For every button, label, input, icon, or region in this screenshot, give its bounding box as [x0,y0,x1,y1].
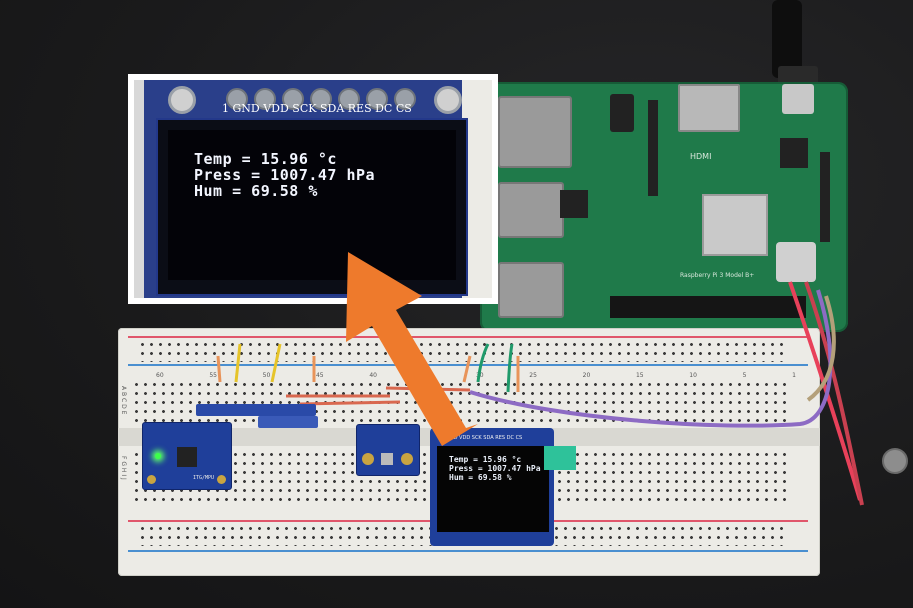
green-wire-1 [476,343,490,383]
red-wire-2 [804,281,864,506]
mount-hole-left [168,86,196,114]
micro-usb-port [782,84,814,114]
oled-pin-labels: GND VDD SCK SDA RES DC CS [446,435,523,441]
green-wire-2 [506,343,514,393]
inset-oled-screen: Temp = 15.96 °c Press = 1007.47 hPa Hum … [168,130,456,280]
orange-jumper-3 [462,355,472,383]
imu-sensor-module: ITG/MPU [142,422,232,490]
camera-connector [648,100,658,196]
usb-hub-chip [560,190,588,218]
mount-hole-right [434,86,462,114]
bme280-chip [381,453,393,465]
imu-chip [177,447,197,467]
red-jumper-2 [299,400,401,406]
oled-small-line-temp: Temp = 15.96 °c [449,455,522,464]
inset-line-hum: Hum = 69.58 % [194,182,318,200]
level-shifter-strip [196,404,316,416]
wifi-chip [780,138,808,168]
oled-screen-small: Temp = 15.96 °c Press = 1007.47 hPa Hum … [437,446,549,532]
inset-pin-labels: 1 GND VDD SCK SDA RES DC CS [222,102,412,115]
ethernet-port [498,96,572,168]
zoom-inset-photo: 1 GND VDD SCK SDA RES DC CS Temp = 15.96… [134,80,492,298]
soc-chip [702,194,768,256]
inset-oled-panel: Temp = 15.96 °c Press = 1007.47 hPa Hum … [156,118,468,296]
row-letters-top: A B C D E [120,386,127,415]
inset-line-press: Press = 1007.47 hPa [194,166,376,184]
red-wire [788,281,862,501]
pi-model-text: Raspberry Pi 3 Model B+ [680,272,755,279]
tan-wire [806,295,836,402]
green-jumper-block [544,446,576,470]
inset-line-temp: Temp = 15.96 °c [194,150,337,168]
usb-port-1 [498,182,564,238]
usb-power-cable [772,0,802,78]
pi-shield-pad [776,242,816,282]
power-led [155,453,161,459]
mounting-screw [882,448,908,474]
orange-jumper-1 [216,355,222,383]
yellow-wire-2 [270,343,282,383]
imu-label: ITG/MPU [193,475,215,481]
display-connector [820,152,830,242]
gpio-header [610,296,806,318]
raspberry-pi-board: HDMI Raspberry Pi 3 Model B+ [480,82,848,332]
row-letters-bottom: F G H I J [120,456,127,480]
yellow-wire-1 [234,343,242,383]
hdmi-port [678,84,740,132]
audio-jack [610,94,634,132]
oled-small-line-hum: Hum = 69.58 % [449,473,512,482]
zoom-inset: 1 GND VDD SCK SDA RES DC CS Temp = 15.96… [128,74,498,304]
red-jumper-3 [385,386,471,392]
hdmi-label: HDMI [690,152,712,161]
usb-port-2 [498,262,564,318]
small-module-strip [258,416,318,428]
purple-wire [469,289,833,428]
oled-small-line-press: Press = 1007.47 hPa [449,464,541,473]
